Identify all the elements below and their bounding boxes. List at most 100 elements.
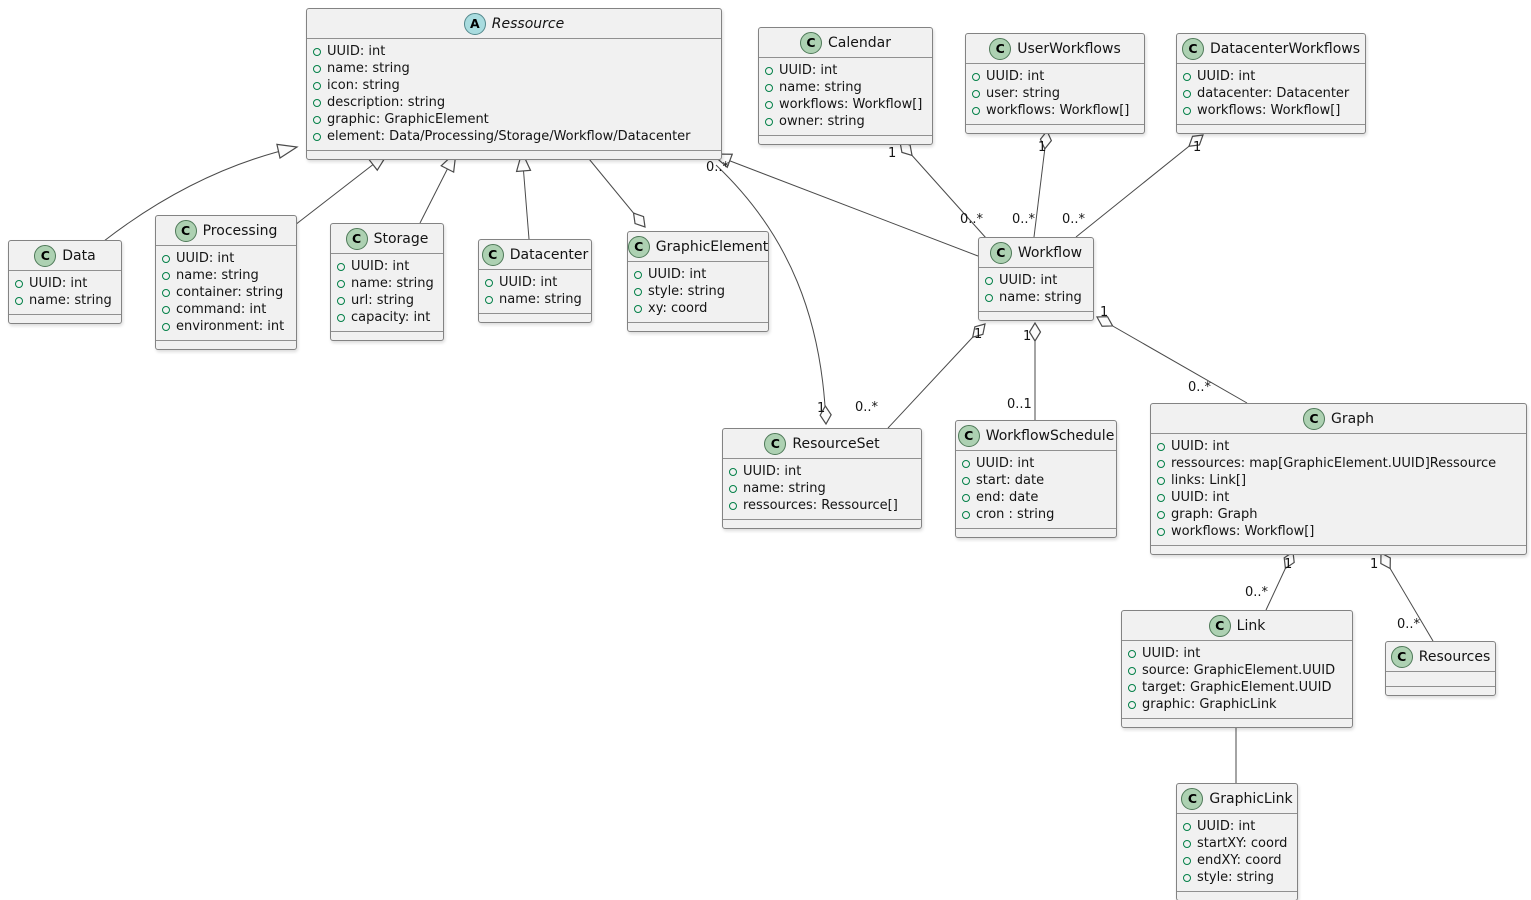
- attribute: name: string: [162, 267, 288, 284]
- multiplicity-label: 0..*: [1012, 212, 1036, 227]
- attribute: user: string: [972, 85, 1136, 102]
- attribute-text: UUID: int: [743, 464, 802, 479]
- visibility-icon: [1157, 493, 1165, 502]
- multiplicity-label: 0..*: [1188, 380, 1212, 395]
- attribute-text: description: string: [327, 95, 446, 110]
- attribute: start: date: [962, 472, 1108, 489]
- attribute-text: capacity: int: [351, 310, 431, 325]
- edge-workflow-aggregates-resourceset: [887, 324, 985, 429]
- visibility-icon: [15, 279, 23, 288]
- methods-compartment: [979, 312, 1093, 320]
- multiplicity-label: 0..*: [855, 400, 879, 415]
- attribute-text: user: string: [986, 86, 1060, 101]
- attribute-text: datacenter: Datacenter: [1197, 86, 1350, 101]
- multiplicity-label: 0..*: [1245, 585, 1269, 600]
- attribute: UUID: int: [634, 266, 760, 283]
- attribute-text: start: date: [976, 473, 1045, 488]
- attribute-text: UUID: int: [1171, 490, 1230, 505]
- attribute-text: UUID: int: [976, 456, 1035, 471]
- attribute-text: name: string: [743, 481, 826, 496]
- visibility-icon: [729, 484, 737, 493]
- attribute: UUID: int: [1157, 489, 1518, 506]
- visibility-icon: [1128, 649, 1136, 658]
- attribute: UUID: int: [313, 43, 713, 60]
- class-icon: C: [1208, 614, 1231, 637]
- attribute-text: UUID: int: [999, 273, 1058, 288]
- visibility-icon: [485, 278, 493, 287]
- attribute: UUID: int: [962, 455, 1108, 472]
- class-name: Datacenter: [509, 246, 589, 263]
- visibility-icon: [972, 89, 980, 98]
- attribute: UUID: int: [337, 258, 435, 275]
- class-name: Ressource: [491, 15, 565, 32]
- attribute: name: string: [15, 292, 113, 309]
- attribute: graph: Graph: [1157, 506, 1518, 523]
- multiplicity-label: 1: [1370, 557, 1379, 572]
- attribute: name: string: [985, 289, 1085, 306]
- visibility-icon: [1183, 72, 1191, 81]
- methods-compartment: [723, 520, 921, 528]
- visibility-icon: [1157, 510, 1165, 519]
- multiplicity-label: 1: [1023, 329, 1032, 344]
- attribute-text: environment: int: [176, 319, 285, 334]
- edge-workflow-aggregates-graph: [1097, 317, 1248, 404]
- attribute-text: UUID: int: [176, 251, 235, 266]
- attribute: UUID: int: [485, 274, 583, 291]
- multiplicity-label: 0..*: [1062, 212, 1086, 227]
- visibility-icon: [337, 262, 345, 271]
- attribute-text: UUID: int: [1171, 439, 1230, 454]
- attribute-text: owner: string: [779, 114, 865, 129]
- visibility-icon: [962, 476, 970, 485]
- methods-compartment: [1177, 892, 1297, 900]
- methods-compartment: [1151, 546, 1526, 554]
- attribute: UUID: int: [1128, 645, 1344, 662]
- attribute-text: name: string: [779, 80, 862, 95]
- edge-calendar-aggregates-workflow: [900, 142, 987, 239]
- attribute: links: Link[]: [1157, 472, 1518, 489]
- visibility-icon: [162, 254, 170, 263]
- attribute-text: target: GraphicElement.UUID: [1142, 680, 1332, 695]
- visibility-icon: [634, 304, 642, 313]
- attribute: UUID: int: [15, 275, 113, 292]
- class-name: Resources: [1418, 648, 1491, 665]
- attribute: UUID: int: [1183, 818, 1289, 835]
- visibility-icon: [313, 64, 321, 73]
- visibility-icon: [162, 271, 170, 280]
- attribute-text: endXY: coord: [1197, 853, 1282, 868]
- attribute: workflows: Workflow[]: [1157, 523, 1518, 540]
- visibility-icon: [972, 72, 980, 81]
- multiplicity-label: 0..*: [706, 160, 730, 175]
- attribute-text: name: string: [351, 276, 434, 291]
- attribute: datacenter: Datacenter: [1183, 85, 1357, 102]
- visibility-icon: [1157, 527, 1165, 536]
- visibility-icon: [313, 47, 321, 56]
- visibility-icon: [729, 467, 737, 476]
- methods-compartment: [1177, 125, 1365, 133]
- visibility-icon: [962, 493, 970, 502]
- visibility-icon: [1183, 106, 1191, 115]
- visibility-icon: [1157, 476, 1165, 485]
- attribute-text: graph: Graph: [1171, 507, 1258, 522]
- visibility-icon: [634, 270, 642, 279]
- attribute-text: ressources: map[GraphicElement.UUID]Ress…: [1171, 456, 1497, 471]
- attribute: name: string: [765, 79, 924, 96]
- attribute: icon: string: [313, 77, 713, 94]
